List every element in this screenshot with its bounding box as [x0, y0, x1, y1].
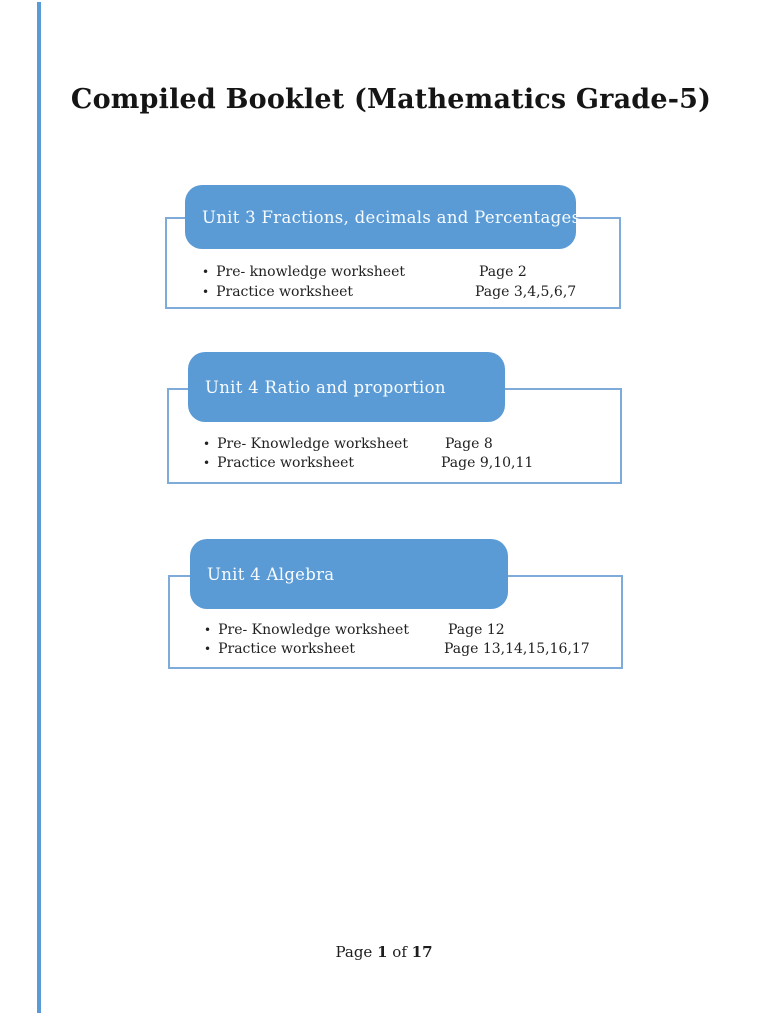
unit-header-box: Unit 3 Fractions, decimals and Percentag… [185, 185, 580, 249]
bullet-icon: • [202, 265, 210, 279]
worksheet-label: Pre- knowledge worksheet [216, 264, 405, 280]
worksheet-label: Practice worksheet [218, 641, 356, 657]
bullet-icon: • [204, 642, 212, 656]
unit-header-label: Unit 3 Fractions, decimals and Percentag… [202, 207, 581, 227]
section-rows: • Pre- Knowledge worksheet Page 12 • Pract… [204, 621, 590, 659]
list-item: • Pre- knowledge worksheet Page 2 [202, 263, 576, 283]
footer-total-pages: 17 [411, 943, 433, 961]
page-title: Compiled Booklet (Mathematics Grade-5) [70, 84, 712, 115]
unit-header-box: Unit 4 Ratio and proportion [188, 352, 505, 422]
section-rows: • Pre- Knowledge worksheet Page 8 • Practi… [203, 435, 533, 473]
worksheet-label: Pre- Knowledge worksheet [217, 436, 408, 452]
page-footer: Page 1 of 17 [0, 943, 768, 961]
footer-label: Page [335, 943, 373, 961]
list-item: • Pre- Knowledge worksheet Page 12 [204, 621, 590, 640]
left-edge-rule [37, 2, 41, 1013]
page-reference: Page 9,10,11 [441, 455, 534, 471]
bullet-icon: • [202, 284, 210, 299]
unit-header-box: Unit 4 Algebra [190, 539, 508, 609]
list-item: • Pre- Knowledge worksheet Page 8 [203, 435, 533, 454]
page-reference: Page 13,14,15,16,17 [444, 641, 590, 657]
footer-separator: of [392, 943, 407, 961]
bullet-icon: • [203, 437, 211, 451]
bullet-icon: • [203, 456, 211, 470]
worksheet-label: Pre- Knowledge worksheet [218, 622, 409, 638]
list-item: • Practice worksheet Page 3,4,5,6,7 [202, 283, 576, 303]
page-reference: Page 12 [448, 622, 505, 638]
worksheet-label: Practice worksheet [216, 283, 354, 300]
unit-header-label: Unit 4 Ratio and proportion [205, 377, 446, 397]
worksheet-label: Practice worksheet [217, 455, 355, 471]
page-reference: Page 2 [479, 264, 527, 280]
page-reference: Page 3,4,5,6,7 [475, 283, 577, 300]
section-rows: • Pre- knowledge worksheet Page 2 • Practi… [202, 263, 576, 302]
unit-header-label: Unit 4 Algebra [207, 564, 335, 584]
list-item: • Practice worksheet Page 9,10,11 [203, 454, 533, 473]
footer-current-page: 1 [377, 943, 388, 961]
bullet-icon: • [204, 623, 212, 637]
page-reference: Page 8 [445, 436, 493, 452]
list-item: • Practice worksheet Page 13,14,15,16,17 [204, 640, 590, 659]
